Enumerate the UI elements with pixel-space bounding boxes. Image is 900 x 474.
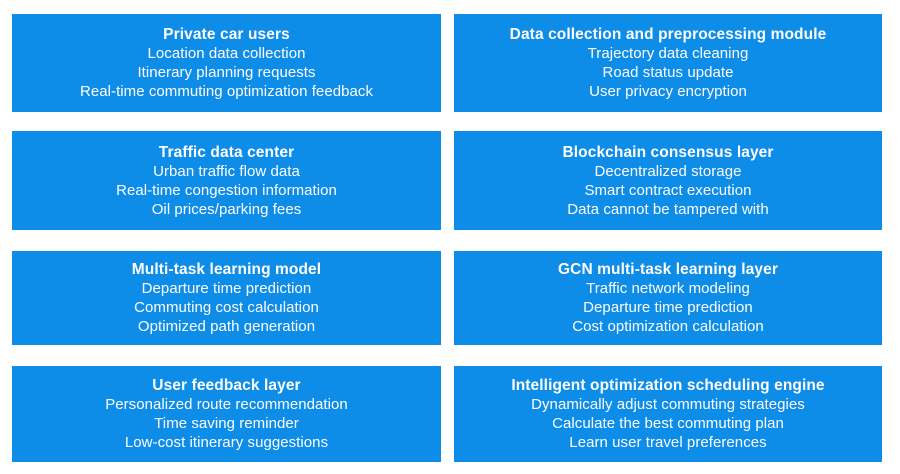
module-line: Dynamically adjust commuting strategies [531,396,805,413]
module-line: Cost optimization calculation [572,318,764,335]
module-box-private-car-users[interactable]: Private car users Location data collecti… [12,14,441,112]
module-line: User privacy encryption [589,83,747,100]
module-box-blockchain-consensus-layer[interactable]: Blockchain consensus layer Decentralized… [454,131,882,230]
module-line: Smart contract execution [584,181,752,199]
module-line: Oil prices/parking fees [151,200,302,218]
module-title: Traffic data center [158,143,295,161]
module-box-traffic-data-center[interactable]: Traffic data center Urban traffic flow d… [12,131,441,230]
module-line: Departure time prediction [583,299,753,316]
module-line: Real-time commuting optimization feedbac… [79,83,373,100]
module-line: Optimized path generation [137,318,316,335]
module-line: Commuting cost calculation [134,299,319,316]
module-box-intelligent-optimization-scheduling-engine[interactable]: Intelligent optimization scheduling engi… [454,366,882,462]
module-title: Multi-task learning model [131,261,322,278]
module-box-data-collection-and-preprocessing-module[interactable]: Data collection and preprocessing module… [454,14,882,112]
module-line: Departure time prediction [141,280,312,297]
module-line: Trajectory data cleaning [587,45,749,62]
module-box-gcn-multi-task-learning-layer[interactable]: GCN multi-task learning layer Traffic ne… [454,251,882,345]
module-box-user-feedback-layer[interactable]: User feedback layer Personalized route r… [12,366,441,462]
module-line: Itinerary planning requests [137,64,316,81]
module-line: Road status update [602,64,734,81]
module-line: Traffic network modeling [586,280,750,297]
module-line: Personalized route recommendation [105,396,348,413]
module-box-multi-task-learning-model[interactable]: Multi-task learning model Departure time… [12,251,441,345]
module-line: Learn user travel preferences [569,434,767,451]
module-title: Data collection and preprocessing module [509,26,827,43]
module-line: Real-time congestion information [116,181,337,199]
module-line: Urban traffic flow data [153,162,300,180]
module-line: Location data collection [147,45,306,62]
module-line: Time saving reminder [154,415,299,432]
module-line: Low-cost itinerary suggestions [124,434,329,451]
module-line: Calculate the best commuting plan [552,415,784,432]
module-line: Data cannot be tampered with [567,200,769,218]
module-title: Intelligent optimization scheduling engi… [511,377,825,394]
module-title: Blockchain consensus layer [562,143,774,161]
module-title: GCN multi-task learning layer [558,261,778,278]
module-title: Private car users [163,26,290,43]
module-line: Decentralized storage [594,162,742,180]
module-title: User feedback layer [152,377,301,394]
